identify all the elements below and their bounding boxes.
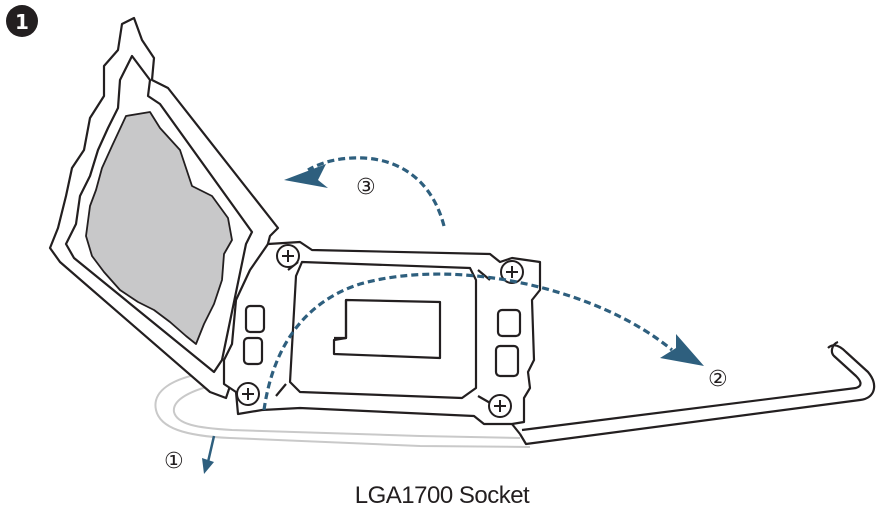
load-lever: [511, 340, 876, 446]
plate-window: [85, 111, 233, 345]
callout-1: ①: [164, 449, 184, 474]
screw-top-left: [276, 244, 300, 268]
arrow-1-shaft: [206, 435, 216, 463]
socket-caption: LGA1700 Socket: [354, 482, 530, 509]
arrow-2-path: [262, 272, 674, 411]
screw-bottom-left: [236, 382, 260, 406]
arrowheads: [202, 164, 704, 474]
socket-frame: [222, 240, 542, 426]
screw-top-right: [500, 260, 524, 284]
arrowhead-2: [660, 334, 704, 366]
arrowhead-1: [202, 458, 214, 474]
step-number: 1: [15, 10, 29, 34]
step-badge: [6, 5, 38, 37]
screw-bottom-right: [488, 394, 512, 418]
arrowhead-3: [284, 164, 328, 188]
callout-2: ②: [708, 367, 728, 392]
arrow-3-path: [307, 156, 446, 227]
load-plate: [48, 16, 280, 400]
motion-arrows: [262, 156, 674, 411]
callout-3: ③: [356, 175, 376, 200]
socket-screws: [236, 244, 524, 418]
